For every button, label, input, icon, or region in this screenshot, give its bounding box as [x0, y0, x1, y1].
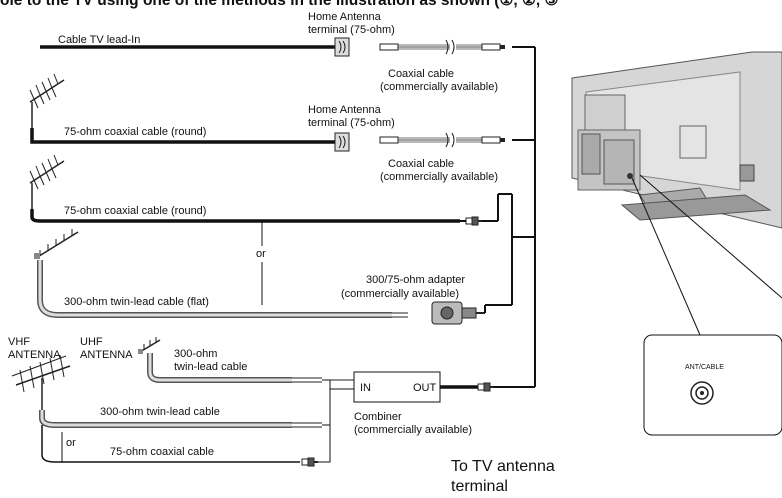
combiner-in-label: IN: [360, 382, 371, 394]
combiner-bracket: [318, 379, 354, 463]
coaxial-cable-2-icon: [379, 132, 505, 148]
to-tv-antenna-label-b: terminal: [451, 478, 508, 495]
uhf-twin-lead-label-b: twin-lead cable: [174, 361, 248, 373]
cable-tv-lead-in-line: [40, 37, 350, 57]
cable-tv-lead-in-label: Cable TV lead-In: [58, 34, 141, 46]
combiner-label-a: Combiner: [354, 411, 402, 423]
coax-round-2-line: [30, 194, 499, 226]
uhf-twin-lead-line: [147, 353, 354, 383]
ant-cable-label: ANT/CABLE: [685, 364, 724, 371]
coaxial-cable-2-label-b: (commercially available): [380, 171, 498, 183]
uhf-label-b: ANTENNA: [80, 349, 133, 361]
coax-vhf-label: 75-ohm coaxial cable: [110, 446, 214, 458]
vhf-coax-line: [41, 425, 319, 467]
or-label-2: or: [66, 437, 76, 449]
header-text: ole to the TV using one of the methods i…: [0, 0, 559, 9]
or-label-1: or: [256, 248, 266, 260]
coax-round-1-label: 75-ohm coaxial cable (round): [64, 126, 207, 138]
combiner-out-label: OUT: [413, 382, 437, 394]
tv-illustration: [571, 51, 782, 336]
coaxial-cable-1-label-b: (commercially available): [380, 81, 498, 93]
combiner-box: [353, 371, 510, 403]
uhf-label-a: UHF: [80, 336, 103, 348]
vhf-antenna-icon: [11, 354, 71, 410]
uhf-antenna-icon: [138, 337, 161, 354]
adapter-label-b: (commercially available): [341, 288, 459, 300]
coaxial-cable-1-icon: [379, 39, 505, 55]
vhf-twin-lead-label: 300-ohm twin-lead cable: [100, 406, 220, 418]
to-tv-antenna-label-a: To TV antenna: [451, 458, 555, 475]
adapter-icon: [431, 301, 486, 325]
vhf-label-b: ANTENNA: [8, 349, 61, 361]
coaxial-cable-1-label-a: Coaxial cable: [388, 68, 455, 80]
coaxial-cable-2-label-a: Coaxial cable: [388, 158, 455, 170]
coax-round-1-line: [30, 128, 350, 152]
junction-bus: [485, 46, 536, 388]
home-antenna-terminal-2-label-a: Home Antenna: [308, 104, 381, 116]
adapter-label-a: 300/75-ohm adapter: [366, 274, 466, 286]
vhf-label-a: VHF: [8, 336, 30, 348]
uhf-twin-lead-label-a: 300-ohm: [174, 348, 218, 360]
ant-cable-panel: [643, 334, 782, 436]
home-antenna-terminal-2-label-b: terminal (75-ohm): [308, 117, 395, 129]
flat-antenna-icon: [34, 229, 79, 259]
twin-lead-flat-line: [37, 260, 408, 318]
home-antenna-terminal-1-label-a: Home Antenna: [308, 11, 381, 23]
vhf-twin-lead-line: [39, 410, 322, 428]
home-antenna-terminal-1-label-b: terminal (75-ohm): [308, 24, 395, 36]
combiner-label-b: (commercially available): [354, 424, 472, 436]
coax-round-2-label: 75-ohm coaxial cable (round): [64, 205, 207, 217]
twin-lead-flat-label: 300-ohm twin-lead cable (flat): [64, 296, 209, 308]
